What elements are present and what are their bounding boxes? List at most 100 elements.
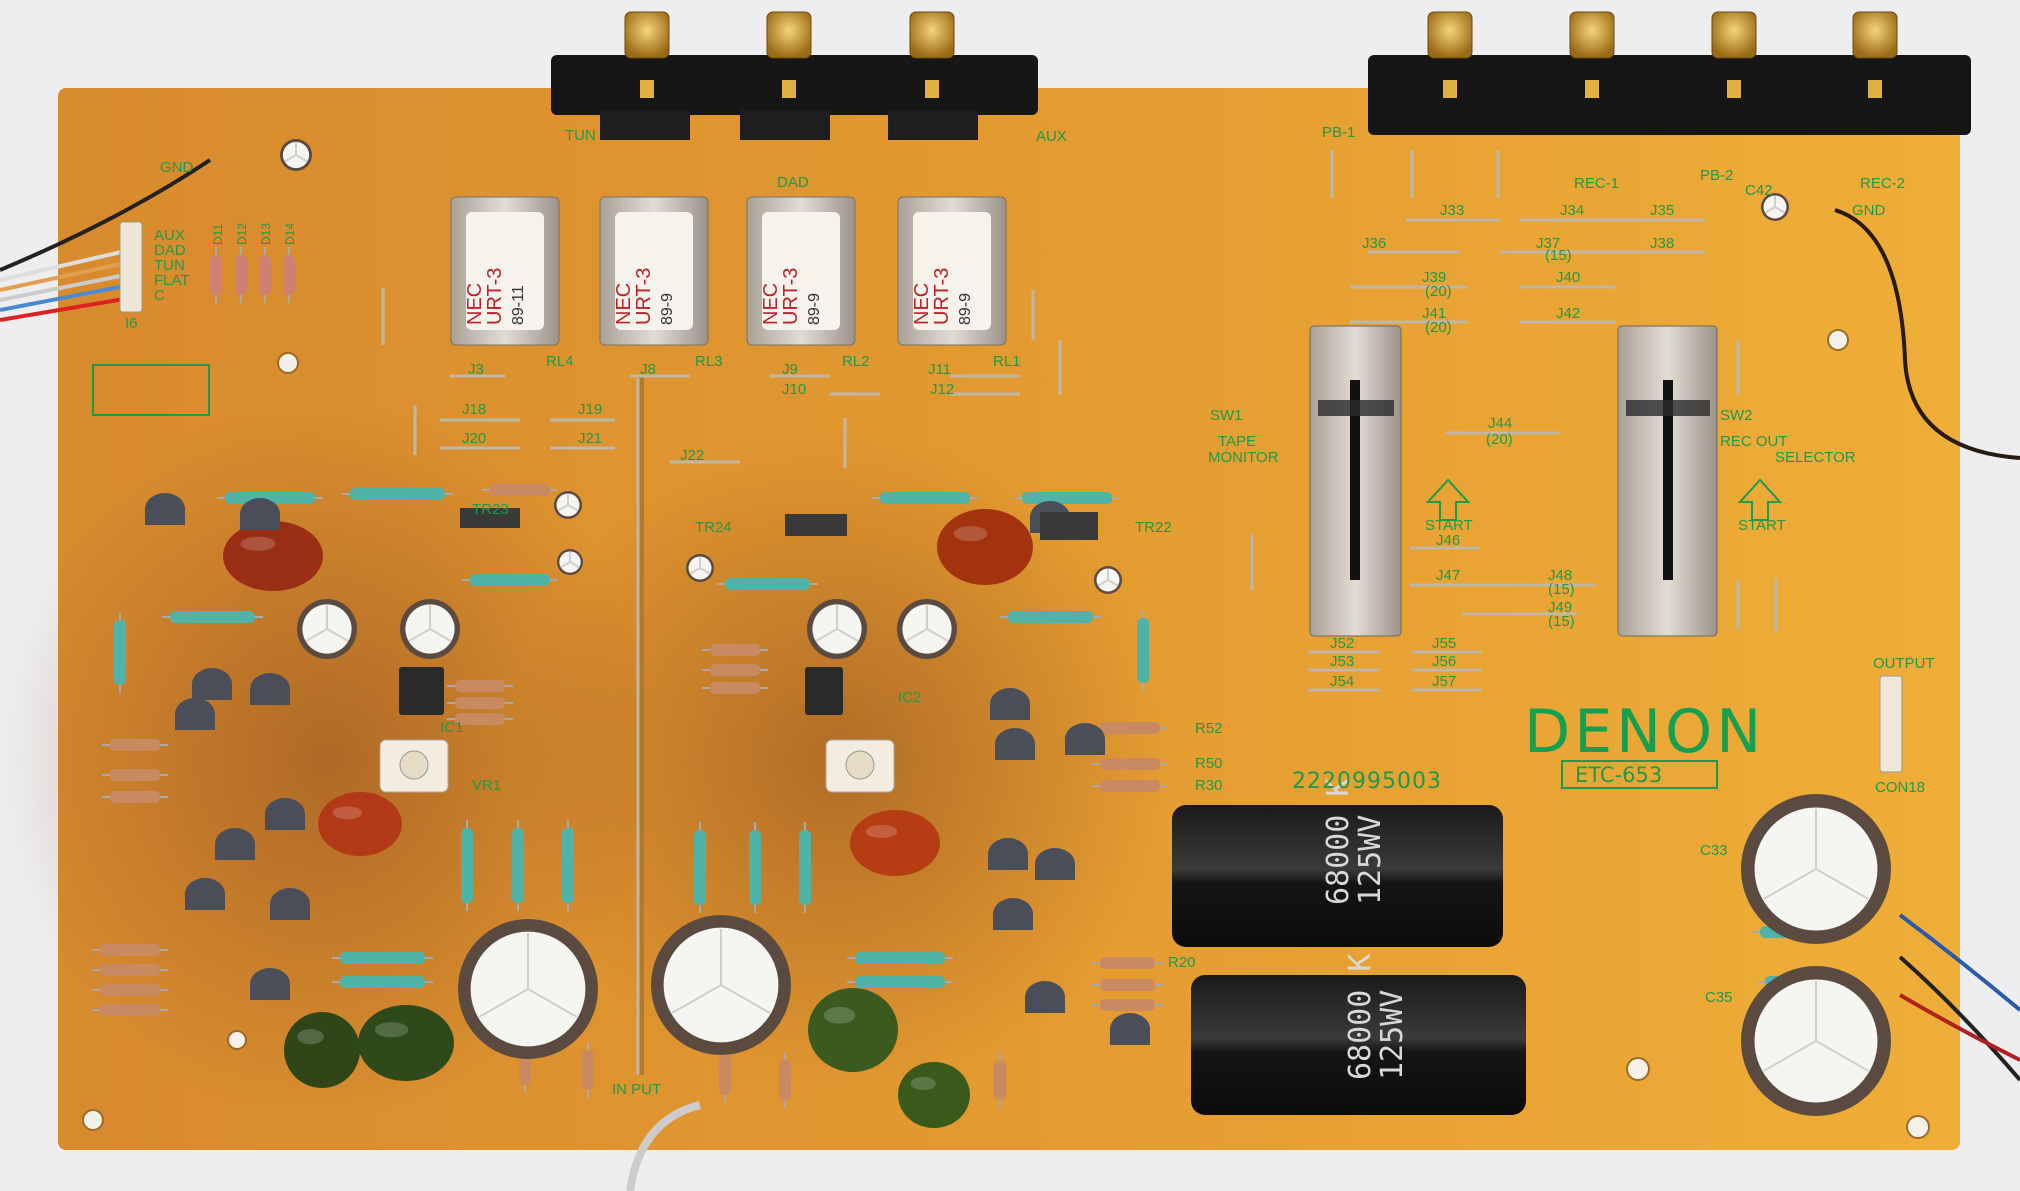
polyester-capacitor bbox=[358, 1005, 454, 1081]
transistor bbox=[145, 493, 185, 525]
electrolytic-capacitor bbox=[1761, 193, 1789, 221]
silkscreen-label-d11: D11 bbox=[211, 224, 225, 245]
input-wire bbox=[626, 1101, 702, 1191]
resistor bbox=[719, 1047, 731, 1103]
silkscreen-label-monitor: MONITOR bbox=[1208, 449, 1279, 466]
part-number: 2220995003 bbox=[1292, 769, 1442, 794]
silkscreen-label-conn_flat: FLAT bbox=[154, 272, 190, 289]
resistor bbox=[512, 820, 524, 911]
silkscreen-label-j34: J34 bbox=[1560, 202, 1584, 219]
start-arrow-icon bbox=[1425, 478, 1471, 521]
silkscreen-label-len15: (15) bbox=[1548, 581, 1575, 598]
resistor bbox=[582, 1042, 594, 1098]
silkscreen-label-output: OUTPUT bbox=[1873, 655, 1935, 672]
silkscreen-label-len20: (20) bbox=[1425, 319, 1452, 336]
silkscreen-label-r20: R20 bbox=[1168, 954, 1196, 971]
resistor bbox=[562, 820, 574, 911]
trimmer-vr2[interactable] bbox=[825, 739, 895, 793]
transistor bbox=[185, 878, 225, 910]
silkscreen-label-j35: J35 bbox=[1650, 202, 1674, 219]
relay-maker: NEC bbox=[613, 283, 635, 325]
power-transistor bbox=[460, 508, 520, 528]
resistor bbox=[332, 952, 433, 964]
silkscreen-label-rec_out: REC OUT bbox=[1720, 433, 1788, 450]
resistor bbox=[482, 484, 558, 496]
silkscreen-label-start: START bbox=[1425, 517, 1473, 534]
electrolytic-capacitor bbox=[807, 599, 867, 659]
resistor bbox=[847, 976, 953, 988]
rca-jack-block-inputs[interactable] bbox=[551, 11, 1038, 140]
resistor bbox=[92, 1004, 168, 1016]
resistor bbox=[235, 247, 247, 303]
silkscreen-label-c42: C42 bbox=[1745, 182, 1773, 199]
polyester-capacitor bbox=[808, 988, 898, 1072]
silkscreen-label-d14: D14 bbox=[283, 223, 297, 245]
resistor bbox=[447, 680, 513, 692]
silkscreen-label-j10: J10 bbox=[782, 381, 806, 398]
ic1-chip bbox=[399, 667, 444, 715]
silkscreen-label-r52: R52 bbox=[1195, 720, 1223, 737]
start-arrow-icon bbox=[1737, 478, 1783, 521]
silkscreen-label-con18: CON18 bbox=[1875, 779, 1925, 796]
silkscreen-label-sw1: SW1 bbox=[1210, 407, 1243, 424]
electrolytic-capacitor bbox=[1094, 566, 1122, 594]
resistor bbox=[92, 964, 168, 976]
transistor bbox=[1025, 981, 1065, 1013]
resistor bbox=[283, 247, 295, 303]
transistor bbox=[250, 968, 290, 1000]
silkscreen-label-pb1: PB-1 bbox=[1322, 124, 1355, 141]
trimmer-vr1[interactable] bbox=[379, 739, 449, 793]
model-box bbox=[1561, 760, 1718, 789]
relay-date: 89-11 bbox=[510, 285, 527, 325]
resistor bbox=[92, 984, 168, 996]
transistor bbox=[1035, 848, 1075, 880]
silkscreen-label-j33: J33 bbox=[1440, 202, 1464, 219]
silkscreen-label-tape: TAPE bbox=[1218, 433, 1256, 450]
electrolytic-capacitor bbox=[651, 915, 791, 1055]
cap-voltage: 125WV bbox=[1375, 990, 1410, 1080]
relay-model: URT-3 bbox=[780, 268, 802, 325]
resistor bbox=[342, 488, 453, 500]
connector-i6[interactable] bbox=[119, 221, 143, 313]
silkscreen-label-j22: J22 bbox=[680, 447, 704, 464]
resistor bbox=[332, 976, 433, 988]
silkscreen-label-r30: R30 bbox=[1195, 777, 1223, 794]
silkscreen-label-pb2: PB-2 bbox=[1700, 167, 1733, 184]
relay-maker: NEC bbox=[911, 283, 933, 325]
power-wires bbox=[1898, 913, 2020, 1082]
silkscreen-label-len20: (20) bbox=[1486, 431, 1513, 448]
tape-monitor-slide-switch[interactable] bbox=[1309, 325, 1402, 637]
output-connector-con18[interactable] bbox=[1879, 675, 1903, 773]
silkscreen-label-j38: J38 bbox=[1650, 235, 1674, 252]
silkscreen-label-len15: (15) bbox=[1545, 247, 1572, 264]
transistor bbox=[240, 498, 280, 530]
resistor bbox=[702, 664, 768, 676]
transistor bbox=[175, 698, 215, 730]
silkscreen-label-j55: J55 bbox=[1432, 635, 1456, 652]
silkscreen-label-rec1: REC-1 bbox=[1574, 175, 1619, 192]
resistor bbox=[1092, 957, 1163, 969]
transistor bbox=[988, 838, 1028, 870]
electrolytic-capacitor bbox=[557, 549, 583, 575]
rca-jack-block-tape[interactable] bbox=[1368, 11, 1971, 135]
electrolytic-capacitor bbox=[400, 599, 460, 659]
silkscreen-label-i6: I6 bbox=[125, 315, 138, 332]
silkscreen-label-j46: J46 bbox=[1436, 532, 1460, 549]
silkscreen-label-aux: AUX bbox=[1036, 128, 1067, 145]
silkscreen-label-j39: J39 bbox=[1422, 269, 1446, 286]
resistor bbox=[1014, 492, 1120, 504]
film-capacitor bbox=[850, 810, 940, 876]
silkscreen-label-c35: C35 bbox=[1705, 989, 1733, 1006]
resistor bbox=[694, 822, 706, 913]
cap-value: 68000 K bbox=[1343, 954, 1378, 1080]
resistor bbox=[447, 713, 513, 725]
silkscreen-label-c33: C33 bbox=[1700, 842, 1728, 859]
relay-date: 89-9 bbox=[957, 293, 974, 325]
silkscreen-label-j36: J36 bbox=[1362, 235, 1386, 252]
resistor bbox=[162, 611, 263, 623]
resistor bbox=[461, 820, 473, 911]
rec-out-selector-slide-switch[interactable] bbox=[1617, 325, 1718, 637]
electrolytic-capacitor bbox=[280, 139, 312, 171]
silkscreen-label-j12: J12 bbox=[930, 381, 954, 398]
